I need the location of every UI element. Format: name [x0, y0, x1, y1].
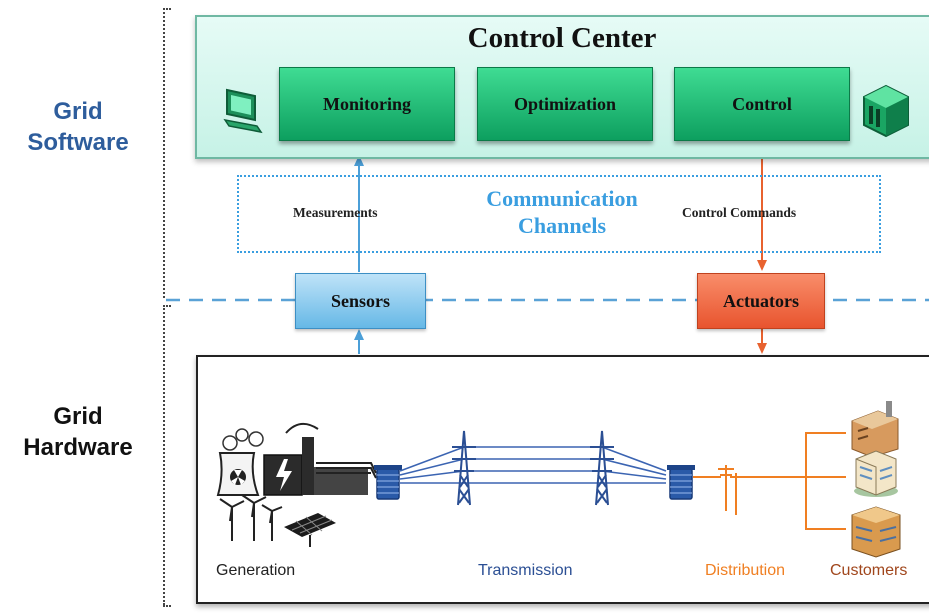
grid-illustration — [216, 401, 901, 558]
power-plant-icon — [263, 422, 368, 496]
grid-software-label-line1: Grid — [53, 98, 103, 125]
transmission-lines — [399, 446, 667, 484]
communication-title-line1: Communication — [486, 186, 638, 211]
grid-software-label-line2: Software — [27, 129, 129, 156]
grid-hardware-label-line2: Hardware — [23, 434, 133, 461]
transmission-tower-right — [590, 430, 614, 506]
transmission-tower-left — [452, 430, 476, 506]
control-commands-arrowhead — [757, 260, 767, 271]
grid-hardware-label: Grid Hardware — [8, 401, 148, 463]
distribution-poles — [693, 465, 806, 515]
communication-title-line2: Channels — [517, 213, 607, 238]
control-center-title: Control Center — [467, 22, 657, 54]
actuators-box: Actuators — [697, 273, 825, 329]
customers-label: Customers — [830, 562, 908, 579]
customer-feeders — [805, 432, 846, 530]
distribution-label: Distribution — [705, 562, 786, 579]
office-building-icon — [854, 450, 898, 497]
factory-icon — [851, 401, 899, 458]
software-bracket-top — [163, 8, 171, 10]
apartment-building-icon — [851, 506, 901, 558]
monitoring-module: Monitoring — [279, 67, 455, 141]
computer-icon — [223, 88, 263, 134]
control-commands-label: Control Commands — [682, 205, 797, 220]
solar-panel-icon — [284, 513, 336, 547]
measurements-arrowhead — [354, 155, 364, 166]
grid-hardware-label-line1: Grid — [53, 403, 103, 430]
hardware-to-sensors-arrowhead — [354, 329, 364, 340]
measurements-label: Measurements — [293, 205, 378, 220]
nuclear-plant-icon — [216, 428, 264, 496]
wind-turbine-icon — [219, 494, 283, 541]
hardware-bracket — [163, 305, 165, 605]
communication-channels-title: Communication Channels — [437, 185, 687, 239]
software-bracket — [163, 8, 165, 298]
grid-software-label: Grid Software — [8, 96, 148, 158]
server-icon — [863, 84, 909, 138]
transformer-icon-right — [667, 465, 695, 500]
hardware-bracket-bottom — [163, 605, 171, 607]
optimization-module: Optimization — [477, 67, 653, 141]
communication-channels-box — [237, 175, 881, 253]
control-module: Control — [674, 67, 850, 141]
actuators-to-hardware-arrowhead — [757, 343, 767, 354]
sensors-box: Sensors — [295, 273, 426, 329]
transformer-icon-left — [374, 465, 402, 500]
hardware-bracket-top — [163, 305, 171, 307]
generation-label: Generation — [216, 562, 296, 579]
transmission-label: Transmission — [478, 562, 573, 579]
